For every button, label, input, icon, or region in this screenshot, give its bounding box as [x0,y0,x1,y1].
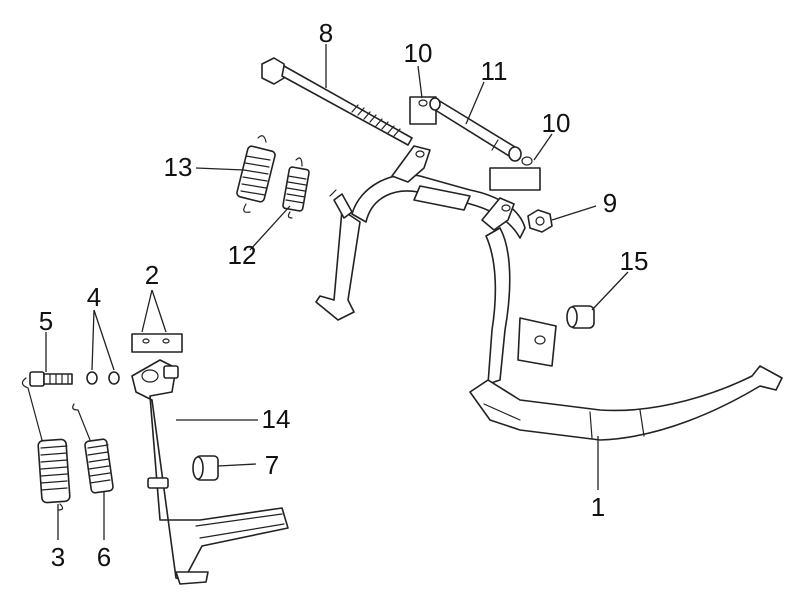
part-4-washers [86,371,120,385]
callout-1: 1 [591,492,605,522]
part-2-plate [131,333,183,353]
part-14-side-stand [131,359,289,585]
part-10-washer-right [489,156,541,191]
callout-7: 7 [265,450,279,480]
callout-3: 3 [51,542,65,572]
callout-12: 12 [228,240,257,270]
callout-10-right: 10 [542,108,571,138]
part-1-main-stand [315,145,783,441]
callout-4: 4 [87,282,101,312]
part-6-spring [72,403,114,494]
callout-5: 5 [39,306,53,336]
part-5-bolt [29,371,73,387]
part-11-shaft [429,97,522,162]
part-12-spring [282,157,310,219]
callout-numbers: 1 2 3 4 5 6 7 8 9 10 10 11 12 13 14 15 [39,18,649,572]
callout-9: 9 [603,188,617,218]
callout-15: 15 [620,246,649,276]
part-13-spring [236,135,276,213]
part-3-spring [21,377,71,511]
callout-14: 14 [262,404,291,434]
leader-lines [45,44,629,540]
callout-2: 2 [145,260,159,290]
callout-8: 8 [319,18,333,48]
callout-13: 13 [164,152,193,182]
callout-11: 11 [481,56,508,86]
callout-10-top: 10 [404,38,433,68]
part-8-pivot-bolt [261,57,413,146]
callout-6: 6 [97,542,111,572]
part-7-bushing [192,455,219,481]
part-9-nut [527,209,553,233]
part-15-rubber-stop [566,305,595,329]
